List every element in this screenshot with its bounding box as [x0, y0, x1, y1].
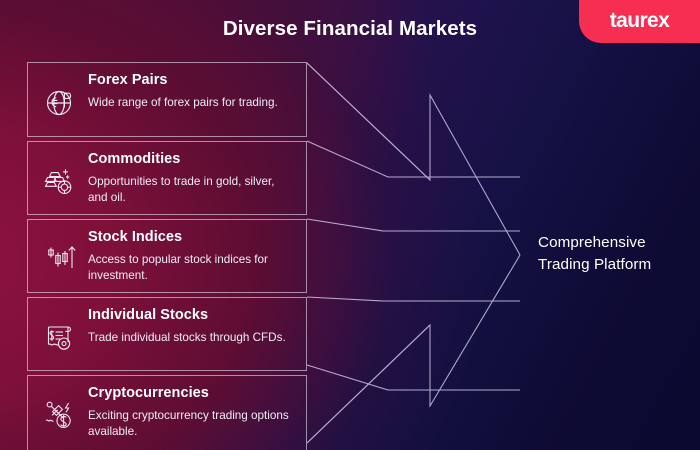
card-title: Stock Indices	[88, 229, 183, 245]
connector-line-5b	[306, 324, 431, 444]
logo-wordmark: taurex	[609, 9, 670, 32]
globe-currency-icon	[34, 72, 88, 128]
market-card-stock-indices[interactable]: Stock Indices Access to popular stock in…	[27, 219, 307, 293]
card-description: Trade individual stocks through CFDs.	[88, 330, 286, 344]
stock-certificate-icon	[34, 307, 88, 363]
market-card-list: Forex Pairs Wide range of forex pairs fo…	[27, 62, 307, 450]
gold-bars-coin-icon	[34, 151, 88, 207]
connector-line-5	[306, 364, 520, 391]
market-card-forex-pairs[interactable]: Forex Pairs Wide range of forex pairs fo…	[27, 62, 307, 137]
card-description: Exciting cryptocurrency trading options …	[88, 408, 289, 438]
crypto-mining-icon	[34, 385, 88, 441]
card-title: Individual Stocks	[88, 307, 209, 323]
market-card-cryptocurrencies[interactable]: Cryptocurrencies Exciting cryptocurrency…	[27, 375, 307, 450]
taurex-logo: taurex	[579, 0, 700, 43]
candlestick-chart-icon	[34, 229, 88, 285]
card-text-block: Stock Indices Access to popular stock in…	[88, 229, 293, 283]
card-description: Access to popular stock indices for inve…	[88, 252, 268, 282]
connector-line-4	[306, 296, 520, 302]
card-title: Cryptocurrencies	[88, 385, 209, 401]
card-text-block: Forex Pairs Wide range of forex pairs fo…	[88, 72, 278, 111]
page-title: Diverse Financial Markets	[222, 17, 478, 40]
arrow-barb-bottom	[306, 254, 521, 444]
card-text-block: Cryptocurrencies Exciting cryptocurrency…	[88, 385, 293, 439]
card-description: Opportunities to trade in gold, silver, …	[88, 174, 275, 204]
card-title: Commodities	[88, 151, 181, 167]
connector-line-1	[306, 62, 431, 181]
outcome-label: Comprehensive Trading Platform	[538, 234, 652, 273]
card-description: Wide range of forex pairs for trading.	[88, 95, 278, 109]
market-card-commodities[interactable]: Commodities Opportunities to trade in go…	[27, 141, 307, 215]
arrow-barb-top	[306, 62, 521, 256]
connector-line-2	[306, 140, 520, 178]
market-card-individual-stocks[interactable]: Individual Stocks Trade individual stock…	[27, 297, 307, 371]
card-text-block: Individual Stocks Trade individual stock…	[88, 307, 286, 346]
card-text-block: Commodities Opportunities to trade in go…	[88, 151, 293, 205]
card-title: Forex Pairs	[88, 72, 168, 88]
connector-line-3	[306, 218, 520, 232]
